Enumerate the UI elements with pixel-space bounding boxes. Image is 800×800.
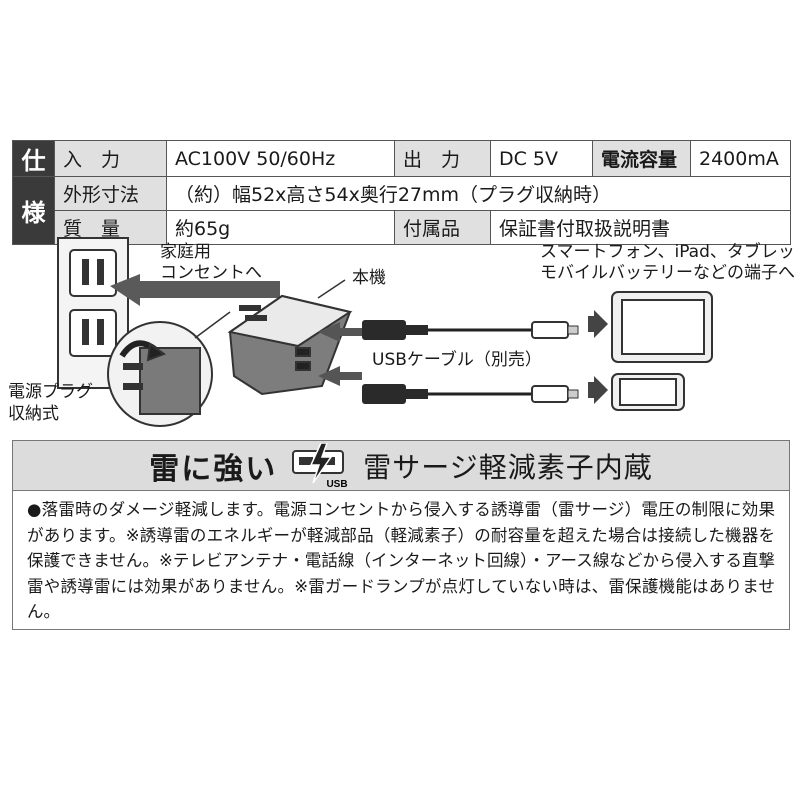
input-label: 入 力 (54, 140, 167, 177)
usb-badge-text: USB (327, 479, 348, 489)
spec-row-1: 仕 入 力 AC100V 50/60Hz 出 力 DC 5V 電流容量 2400… (12, 140, 791, 177)
feature-title: 雷サージ軽減素子内蔵 (363, 450, 653, 484)
input-value: AC100V 50/60Hz (166, 140, 395, 177)
phone-icon (611, 373, 685, 411)
accessory-label: 付属品 (394, 210, 491, 245)
weight-value: 約65g (166, 210, 395, 245)
devices-label-2: モバイルバッテリーなどの端子へ (540, 263, 795, 283)
arrow-to-outlet-icon (110, 274, 280, 306)
feature-header: 雷に強い USB 雷サージ軽減素子内蔵 (13, 441, 789, 491)
arrow-to-tablet-icon (588, 310, 608, 338)
output-label: 出 力 (394, 140, 491, 177)
plug-label-2: 収納式 (8, 404, 59, 424)
usb-cable-top-icon (362, 320, 579, 340)
arrow-to-phone-icon (588, 376, 608, 404)
spec-head-bottom: 様 (12, 176, 55, 245)
outlet-label-1: 家庭用 (160, 242, 211, 262)
accessory-value: 保証書付取扱説明書 (490, 210, 791, 245)
plug-detail-icon (107, 321, 213, 427)
outlet-label-2: コンセントへ (160, 263, 262, 283)
diagram-illustration (57, 237, 713, 427)
devices-label-1: スマートフォン、iPad、タブレット、 (540, 242, 800, 262)
usb-cable-bottom-icon (362, 384, 579, 404)
lightning-feature-box: 雷に強い USB 雷サージ軽減素子内蔵 ●落雷時のダメージ軽減します。電源コンセ… (12, 440, 790, 630)
arrow-in-bottom-icon (318, 366, 362, 386)
product-diagram: 家庭用 コンセントへ 本機 スマートフォン、iPad、タブレット、 モバイルバッ… (0, 236, 800, 436)
dimension-value: （約）幅52x高さ54x奥行27mm（プラグ収納時） (166, 176, 791, 211)
cable-label: USBケーブル（別売） (372, 350, 542, 370)
usb-lightning-icon: USB (291, 441, 349, 490)
spec-row-2: 様 外形寸法 （約）幅52x高さ54x奥行27mm（プラグ収納時） (12, 176, 791, 245)
feature-description: ●落雷時のダメージ軽減します。電源コンセントから侵入する誘導雷（雷サージ）電圧の… (27, 500, 775, 621)
unit-label: 本機 (352, 268, 386, 288)
plug-label-1: 電源プラグ (8, 382, 93, 402)
tablet-icon (611, 291, 713, 363)
output-value: DC 5V (490, 140, 593, 177)
dimension-label: 外形寸法 (54, 176, 167, 211)
spec-table: 仕 入 力 AC100V 50/60Hz 出 力 DC 5V 電流容量 2400… (12, 140, 791, 245)
arrow-in-top-icon (318, 322, 362, 342)
current-label: 電流容量 (592, 140, 691, 177)
feature-strong-text: 雷に強い (149, 451, 278, 487)
current-value: 2400mA (690, 140, 791, 177)
spec-head-top: 仕 (12, 140, 55, 177)
adapter-icon (227, 294, 353, 396)
